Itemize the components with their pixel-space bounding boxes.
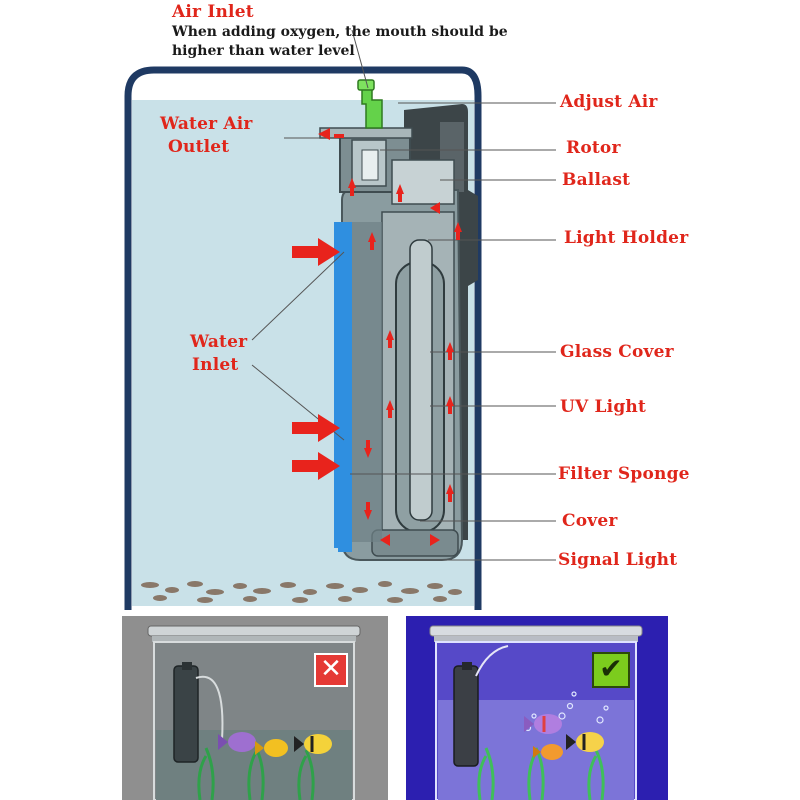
water-inlet-label-line2: Inlet <box>192 355 238 375</box>
cross-icon: ✕ <box>314 653 348 687</box>
light-holder-label: Light Holder <box>564 228 688 248</box>
filter-sponge-label: Filter Sponge <box>558 464 690 484</box>
air-inlet-note-line1: When adding oxygen, the mouth should be <box>172 24 508 40</box>
cover-label: Cover <box>562 511 618 531</box>
filter-diagram <box>0 0 800 610</box>
adjust-air-label: Adjust Air <box>560 92 658 112</box>
signal-light-label: Signal Light <box>558 550 677 570</box>
air-inlet-note-line2: higher than water level <box>172 43 355 59</box>
rotor-label: Rotor <box>566 138 621 158</box>
water-inlet-label-line1: Water <box>190 332 247 352</box>
fish-left <box>218 732 332 757</box>
bottom-cover <box>372 530 458 556</box>
water-air-outlet-label-line1: Water Air <box>160 114 253 134</box>
uv-light-label: UV Light <box>560 397 646 417</box>
fish-right <box>524 714 604 760</box>
glass-cover-label: Glass Cover <box>560 342 674 362</box>
water-air-outlet-label-line2: Outlet <box>168 137 229 157</box>
uv-lamp <box>410 240 432 520</box>
ballast-label: Ballast <box>562 170 630 190</box>
checkmark-icon: ✔ <box>592 652 630 688</box>
air-inlet-label: Air Inlet <box>172 2 254 22</box>
